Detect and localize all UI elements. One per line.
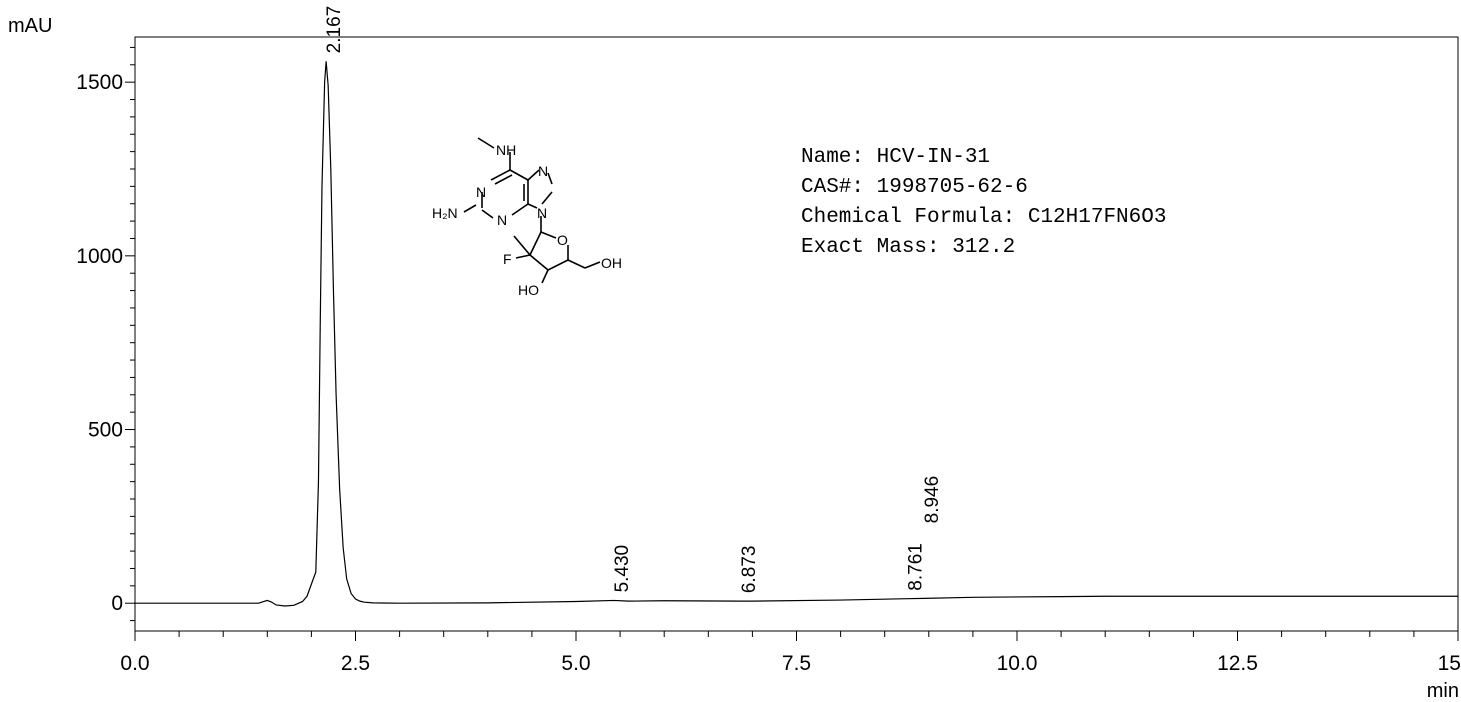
x-tick-label: 15.0 <box>1438 652 1461 675</box>
x-tick-label: 0.0 <box>120 652 149 675</box>
series-group <box>135 61 1458 607</box>
info-name: Name: HCV-IN-31 <box>801 146 990 169</box>
atom-label: H₂N <box>432 205 458 221</box>
y-tick-label: 1000 <box>76 245 123 268</box>
bond <box>529 254 549 271</box>
peak-labels: 2.167 5.430 6.873 8.761 8.946 <box>324 6 943 593</box>
atom-label: N <box>497 212 507 228</box>
x-tick-label: 10.0 <box>997 652 1038 675</box>
y-tick-label: 0 <box>111 592 123 615</box>
bond <box>584 261 601 269</box>
peak-label: 6.873 <box>739 546 760 594</box>
chemical-structure <box>463 137 601 284</box>
x-axis: 0.0 2.5 5.0 7.5 10.0 12.5 15.0 <box>120 631 1461 675</box>
chromatogram-trace <box>135 61 1458 607</box>
peak-label: 8.946 <box>922 476 943 524</box>
structure-labels: NH N N N N H₂N O F HO OH <box>432 142 622 298</box>
bond <box>547 172 553 185</box>
info-formula: Chemical Formula: C12H17FN6O3 <box>801 206 1166 229</box>
x-tick-label: 5.0 <box>561 652 590 675</box>
plot-frame <box>134 36 1459 632</box>
atom-label: HO <box>518 282 539 298</box>
x-tick-label: 2.5 <box>341 652 370 675</box>
atom-label: N <box>476 184 486 200</box>
plot-border <box>134 36 1459 632</box>
bond <box>509 169 529 181</box>
bond <box>567 259 586 269</box>
peak-label: 8.761 <box>906 543 927 591</box>
bond <box>527 169 540 181</box>
bond <box>540 231 557 239</box>
atom-label: F <box>503 251 512 267</box>
bond <box>477 137 495 149</box>
bond <box>541 191 553 205</box>
bond <box>541 269 549 284</box>
bond <box>547 259 569 271</box>
bond <box>481 209 494 219</box>
atom-label: NH <box>496 142 516 158</box>
atom-label: O <box>557 232 568 248</box>
bond <box>490 169 511 181</box>
bond <box>511 203 529 216</box>
bond <box>494 174 513 185</box>
y-tick-label: 500 <box>88 419 123 442</box>
info-mass: Exact Mass: 312.2 <box>801 236 1015 259</box>
atom-label: N <box>538 163 548 179</box>
bond <box>513 235 531 256</box>
peak-label: 5.430 <box>612 545 633 593</box>
x-tick-label: 7.5 <box>782 652 811 675</box>
x-axis-label: min <box>1427 680 1459 702</box>
info-cas: CAS#: 1998705-62-6 <box>801 176 1028 199</box>
atom-label: OH <box>601 255 622 271</box>
x-tick-label: 12.5 <box>1217 652 1258 675</box>
peak-label: 2.167 <box>324 6 345 54</box>
atom-label: N <box>537 205 547 221</box>
bond <box>515 254 531 259</box>
bond <box>463 204 477 213</box>
y-axis: 0 500 1000 1500 <box>76 46 135 622</box>
y-axis-label: mAU <box>8 15 52 37</box>
compound-info: Name: HCV-IN-31 CAS#: 1998705-62-6 Chemi… <box>801 146 1166 259</box>
bond <box>527 203 538 209</box>
bond <box>529 231 542 256</box>
y-tick-label: 1500 <box>76 71 123 94</box>
